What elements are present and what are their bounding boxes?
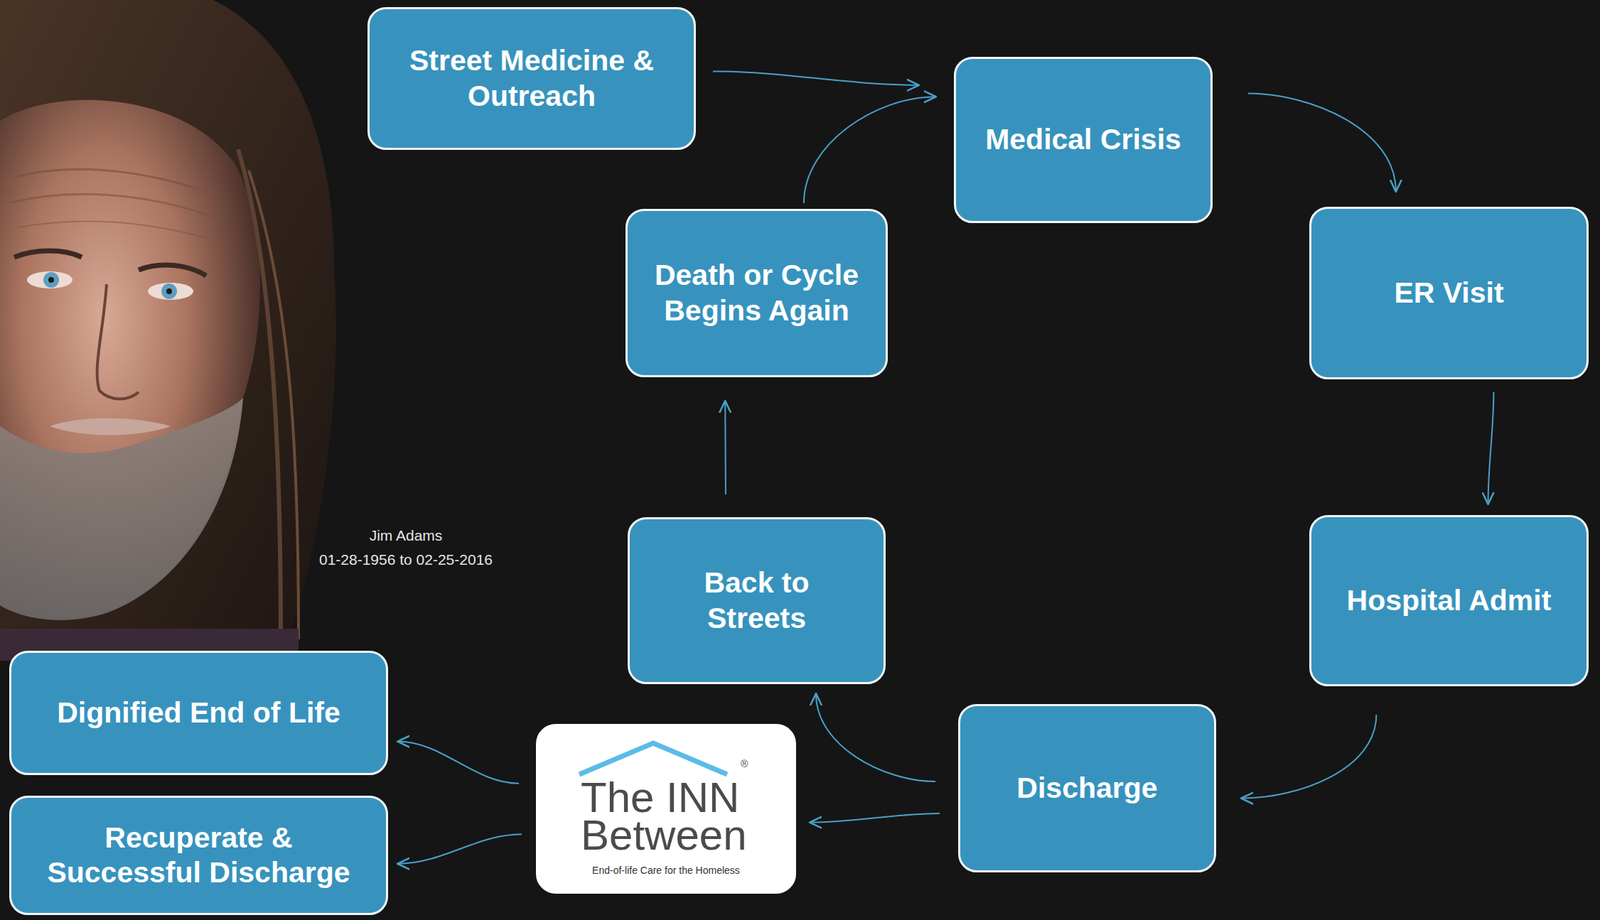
portrait-illustration (0, 0, 356, 662)
box-label: Dignified End of Life (56, 695, 341, 731)
process-box: ER Visit (1309, 206, 1589, 380)
logo-name: The INN Between (580, 779, 752, 856)
flow-arrow (398, 742, 519, 785)
registered-mark: ® (740, 758, 748, 770)
flow-arrow (1241, 715, 1377, 799)
box-label: Back to Streets (664, 565, 850, 636)
box-label: Hospital Admit (1346, 583, 1552, 619)
logo-tagline: End-of-life Care for the Homeless (592, 865, 740, 877)
box-label: Medical Crisis (985, 122, 1182, 158)
logo-box: ® The INN BetweenEnd-of-life Care for the… (535, 724, 797, 895)
box-label: ER Visit (1393, 275, 1504, 311)
process-box: Back to Streets (627, 517, 886, 685)
flow-arrow (810, 813, 940, 824)
process-box: Discharge (958, 704, 1217, 873)
flow-arrow (712, 71, 919, 85)
flow-arrow (803, 96, 936, 204)
flow-arrow (398, 834, 522, 864)
box-label: Street Medicine & Outreach (380, 43, 683, 114)
flow-arrow (724, 401, 727, 495)
process-box: Death or Cycle Begins Again (625, 208, 888, 378)
caption-text: Jim Adams (369, 527, 443, 545)
box-label: Death or Cycle Begins Again (639, 258, 875, 328)
process-box: Street Medicine & Outreach (367, 7, 696, 150)
flow-arrow (1488, 392, 1495, 504)
flow-arrow (815, 694, 936, 782)
process-box: Dignified End of Life (9, 651, 389, 776)
flow-arrow (1248, 93, 1397, 192)
box-label: Recuperate & Successful Discharge (42, 820, 356, 891)
process-box: Medical Crisis (953, 56, 1213, 224)
caption-text: 01-28-1956 to 02-25-2016 (319, 551, 493, 569)
process-box: Recuperate & Successful Discharge (9, 796, 389, 916)
box-label: Discharge (1016, 771, 1158, 807)
process-box: Hospital Admit (1309, 515, 1589, 687)
